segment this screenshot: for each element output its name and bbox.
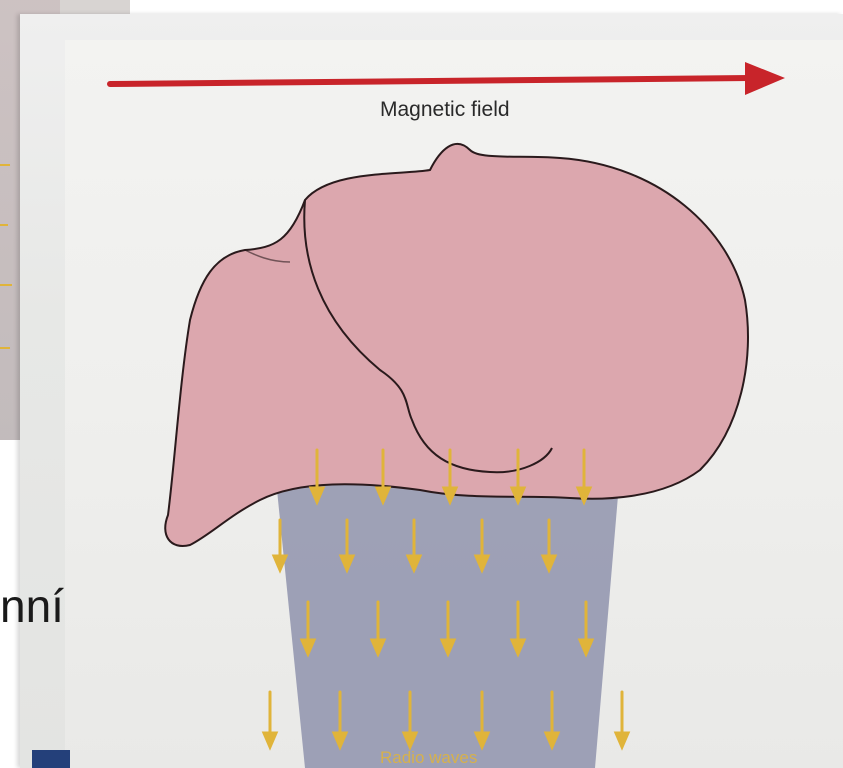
head-silhouette [165, 144, 748, 546]
wave-arrow [616, 692, 628, 747]
corner-logo [32, 750, 70, 768]
magnetic-field-label: Magnetic field [380, 98, 510, 122]
magnetic-field-arrow [110, 62, 785, 95]
wave-arrow [264, 692, 276, 747]
radio-waves-label: Radio waves [380, 748, 477, 768]
background-partial-text: nní [0, 583, 64, 629]
background-card-arrows [0, 165, 12, 348]
